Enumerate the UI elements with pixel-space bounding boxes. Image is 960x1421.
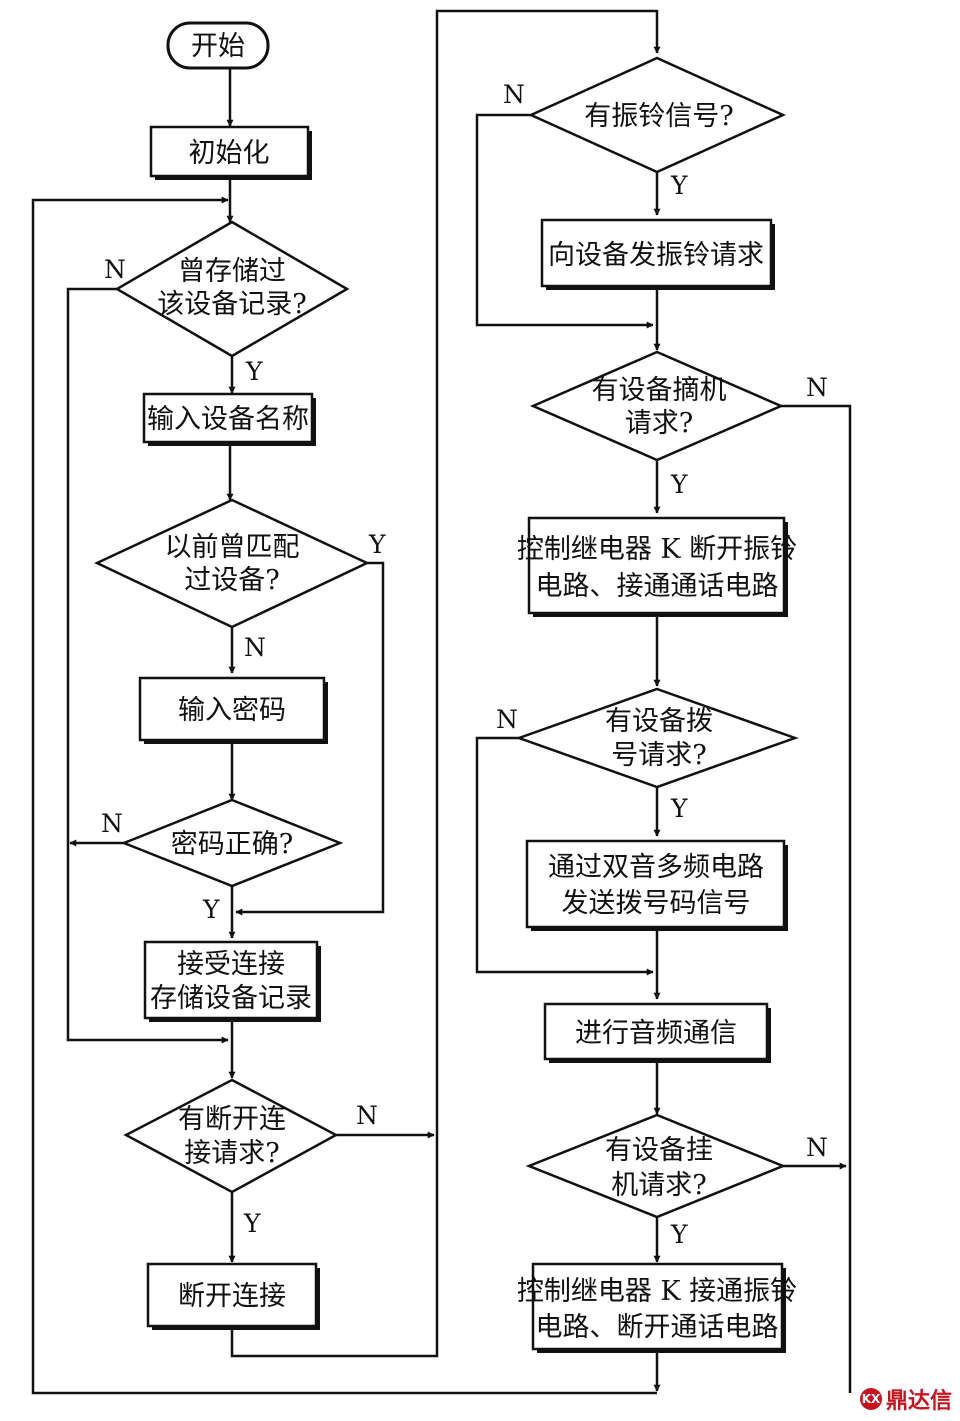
decision-label-1: 有断开连 [178, 1104, 286, 1135]
relay-connect-ring-label-1: 控制继电器 K 接通振铃 [517, 1276, 797, 1307]
watermark-logo-icon: KX [859, 1388, 882, 1410]
disconnect-box: 断开连接 [146, 1262, 320, 1330]
decision-offhook-request: 有设备摘机 请求? [529, 350, 785, 462]
flow-arrow [781, 404, 852, 1393]
yes-label: Y [670, 171, 688, 200]
flow-arrow [235, 561, 385, 916]
audio-communication-box: 进行音频通信 [543, 1002, 771, 1063]
watermark-text: 鼎达信 [885, 1389, 952, 1414]
accept-connection-label-1: 接受连接 [177, 949, 285, 980]
decision-label-2: 机请求? [611, 1170, 706, 1201]
send-dial-signal-box: 通过双音多频电路 发送拨号码信号 [525, 839, 788, 931]
no-label: N [496, 705, 518, 734]
decision-label-2: 该设备记录? [157, 289, 306, 320]
decision-label-2: 接请求? [184, 1138, 279, 1169]
decision-matched-before: 以前曾匹配 过设备? [94, 498, 370, 629]
no-label: N [503, 80, 525, 109]
no-label: N [104, 255, 126, 284]
input-password-box: 输入密码 [138, 676, 328, 744]
flow-arrow [230, 9, 661, 1358]
decision-ring-signal: 有振铃信号? [527, 56, 787, 174]
send-ring-request-box: 向设备发振铃请求 [540, 218, 775, 290]
init-box: 初始化 [149, 125, 312, 180]
watermark: KX 鼎达信 [859, 1383, 952, 1415]
decision-label: 密码正确? [171, 829, 293, 860]
yes-label: Y [243, 1209, 261, 1238]
send-dial-signal-label-2: 发送拨号码信号 [562, 888, 751, 919]
input-device-name-label: 输入设备名称 [147, 404, 309, 435]
audio-communication-label: 进行音频通信 [575, 1018, 737, 1049]
decision-password-correct: 密码正确? [120, 798, 344, 888]
no-label: N [806, 1133, 828, 1162]
relay-disconnect-ring-label-2: 电路、接通通话电路 [536, 571, 779, 602]
no-label: N [101, 809, 123, 838]
decision-label-1: 以前曾匹配 [165, 532, 300, 563]
decision-label-2: 过设备? [184, 565, 279, 596]
accept-connection-label-2: 存储设备记录 [150, 983, 312, 1014]
relay-connect-ring-box: 控制继电器 K 接通振铃 电路、断开通话电路 [517, 1262, 797, 1353]
decision-hangup-request: 有设备挂 机请求? [525, 1113, 787, 1219]
yes-label: Y [202, 895, 220, 924]
decision-label-1: 有设备摘机 [592, 375, 727, 406]
decision-stored-record: 曾存储过 该设备记录? [114, 220, 350, 358]
flow-arrow [31, 196, 657, 1395]
disconnect-label: 断开连接 [178, 1281, 286, 1312]
yes-label: Y [670, 1220, 688, 1249]
accept-connection-box: 接受连接 存储设备记录 [143, 940, 321, 1022]
flow-arrow [66, 287, 229, 1044]
start-terminal: 开始 [166, 21, 270, 70]
no-label: N [356, 1101, 378, 1130]
yes-label: Y [368, 530, 386, 559]
send-ring-request-label: 向设备发振铃请求 [548, 240, 764, 271]
decision-label-2: 号请求? [611, 740, 706, 771]
yes-label: Y [245, 357, 263, 386]
init-label: 初始化 [189, 138, 270, 169]
decision-label: 有振铃信号? [584, 101, 733, 132]
decision-disconnect-request: 有断开连 接请求? [123, 1078, 339, 1194]
yes-label: Y [670, 470, 688, 499]
flow-arrow [475, 113, 654, 329]
send-dial-signal-label-1: 通过双音多频电路 [548, 852, 764, 883]
flow-arrow [475, 736, 654, 976]
input-password-label: 输入密码 [178, 695, 286, 726]
no-label: N [244, 633, 266, 662]
decision-label-2: 请求? [625, 408, 693, 439]
relay-connect-ring-label-2: 电路、断开通话电路 [536, 1312, 779, 1343]
no-label: N [806, 373, 828, 402]
yes-label: Y [670, 794, 688, 823]
decision-dial-request: 有设备拨 号请求? [515, 687, 799, 789]
relay-disconnect-ring-box: 控制继电器 K 断开振铃 电路、接通通话电路 [517, 516, 797, 617]
input-device-name-box: 输入设备名称 [142, 392, 316, 446]
relay-disconnect-ring-label-1: 控制继电器 K 断开振铃 [517, 534, 797, 565]
decision-label-1: 曾存储过 [178, 256, 286, 287]
decision-label-1: 有设备挂 [605, 1135, 713, 1166]
start-label: 开始 [191, 31, 245, 62]
decision-label-1: 有设备拨 [605, 706, 713, 737]
